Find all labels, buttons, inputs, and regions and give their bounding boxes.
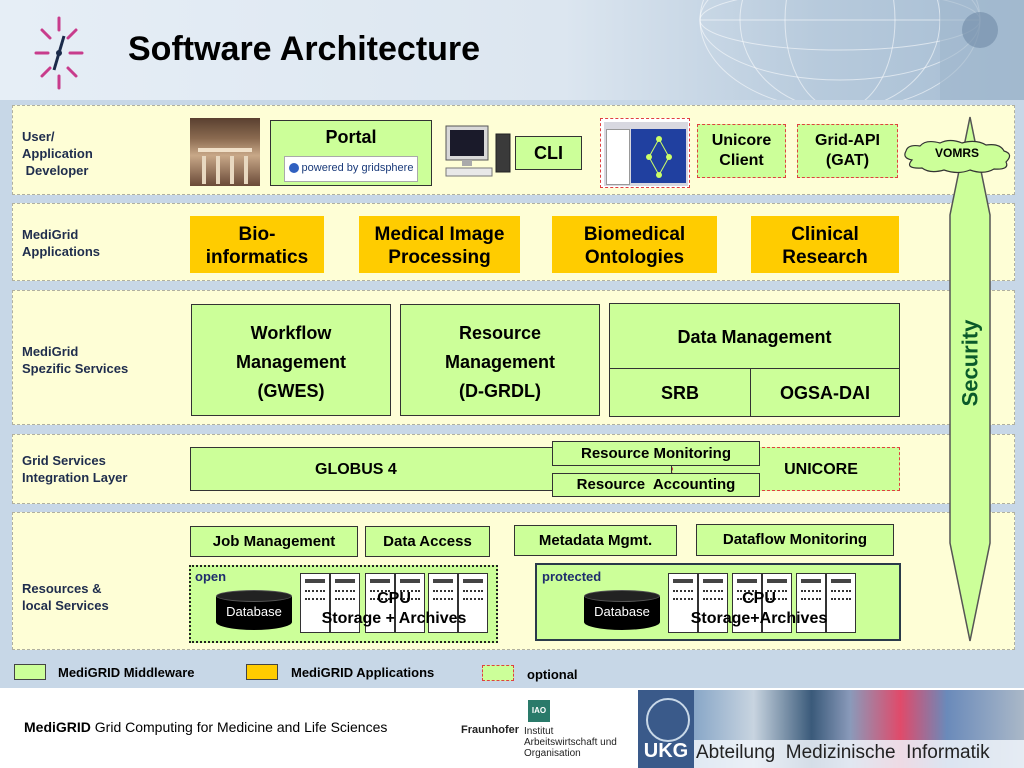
unicore-client-box: Unicore Client (697, 124, 786, 178)
department-banner: UKG Abteilung Medizinische Informatik (638, 690, 1024, 768)
layer-label-resources: Resources & local Services (22, 581, 109, 613)
layer-label-specific-services: MediGrid Spezific Services (22, 344, 129, 376)
building-photo (190, 118, 260, 186)
iao-logo-icon (528, 700, 550, 722)
server-icon (796, 573, 826, 633)
workflow-screenshot (600, 118, 690, 188)
server-icon (826, 573, 856, 633)
dataflow-monitoring-box: Dataflow Monitoring (696, 524, 894, 556)
server-icon (762, 573, 792, 633)
security-arrow-icon (949, 116, 991, 642)
cpu-storage-open-label: CPU Storage + Archives (321, 590, 467, 627)
legend-optional: optional (527, 667, 578, 682)
server-icon (732, 573, 762, 633)
cpu-storage-protected-label: CPU Storage+Archives (690, 590, 828, 627)
footer-brand: MediGRID (24, 719, 91, 735)
server-icon (365, 573, 395, 633)
open-label: open (195, 569, 227, 584)
resource-monitoring-box: Resource Monitoring (552, 441, 760, 466)
security-label: Security (957, 319, 983, 407)
department-label: Abteilung Medizinische Informatik (696, 742, 990, 763)
protected-label: protected (542, 569, 602, 584)
fraunhofer-logo: IAO Fraunhofer Institut Arbeitswirtschaf… (458, 690, 625, 766)
server-icon (668, 573, 698, 633)
server-icon (428, 573, 458, 633)
ogsa-dai-box: OGSA-DAI (750, 368, 900, 417)
security-label-wrap: Security (927, 319, 1013, 407)
server-icon (698, 573, 728, 633)
legend-middleware: MediGRID Middleware (58, 665, 195, 680)
layer-label-applications: MediGrid Applications (22, 227, 101, 259)
data-access-box: Data Access (365, 526, 490, 557)
medigrid-logo-icon (34, 16, 84, 90)
vomrs-label: VOMRS (934, 146, 979, 160)
legend-swatch-middleware (14, 664, 46, 680)
layer-label-integration: Grid Services Integration Layer (22, 453, 128, 485)
gridsphere-logo-icon (288, 163, 299, 174)
server-icon (330, 573, 360, 633)
server-icon (395, 573, 425, 633)
app-bioinformatics: Bio- informatics (190, 216, 324, 273)
legend-swatch-applications (246, 664, 278, 680)
gridsphere-badge: powered by gridsphere (284, 156, 418, 182)
vomrs-cloud-icon (904, 139, 1011, 174)
legend-swatch-optional (482, 665, 514, 681)
resource-accounting-box: Resource Accounting (552, 473, 760, 497)
job-management-box: Job Management (190, 526, 358, 557)
metadata-mgmt-box: Metadata Mgmt. (514, 525, 677, 556)
server-icon (458, 573, 488, 633)
workflow-management-box: Workflow Management (GWES) (191, 304, 391, 416)
cli-box: CLI (515, 136, 582, 170)
grid-api-box: Grid-API (GAT) (797, 124, 898, 178)
portal-label: Portal (325, 127, 377, 147)
database-open-icon: Database (216, 590, 292, 636)
globe-decoration-icon (699, 0, 1024, 100)
ukg-seal-icon: UKG (638, 690, 694, 768)
server-icon (300, 573, 330, 633)
legend-applications: MediGRID Applications (291, 665, 435, 680)
portal-box: Portal powered by gridsphere (270, 120, 432, 186)
srb-box: SRB (609, 368, 751, 417)
footer-tagline: MediGRID Grid Computing for Medicine and… (24, 719, 388, 735)
resource-management-box: Resource Management (D-GRDL) (400, 304, 600, 416)
page-title: Software Architecture (128, 30, 481, 68)
computer-icon (445, 125, 511, 177)
app-clinical-research: Clinical Research (751, 216, 899, 273)
layer-label-user: User/ Application Developer (22, 129, 93, 178)
database-protected-icon: Database (584, 590, 660, 636)
app-medical-image-processing: Medical Image Processing (359, 216, 520, 273)
app-biomedical-ontologies: Biomedical Ontologies (552, 216, 717, 273)
graph-icon (646, 136, 672, 178)
data-management-box: Data Management (609, 303, 900, 369)
